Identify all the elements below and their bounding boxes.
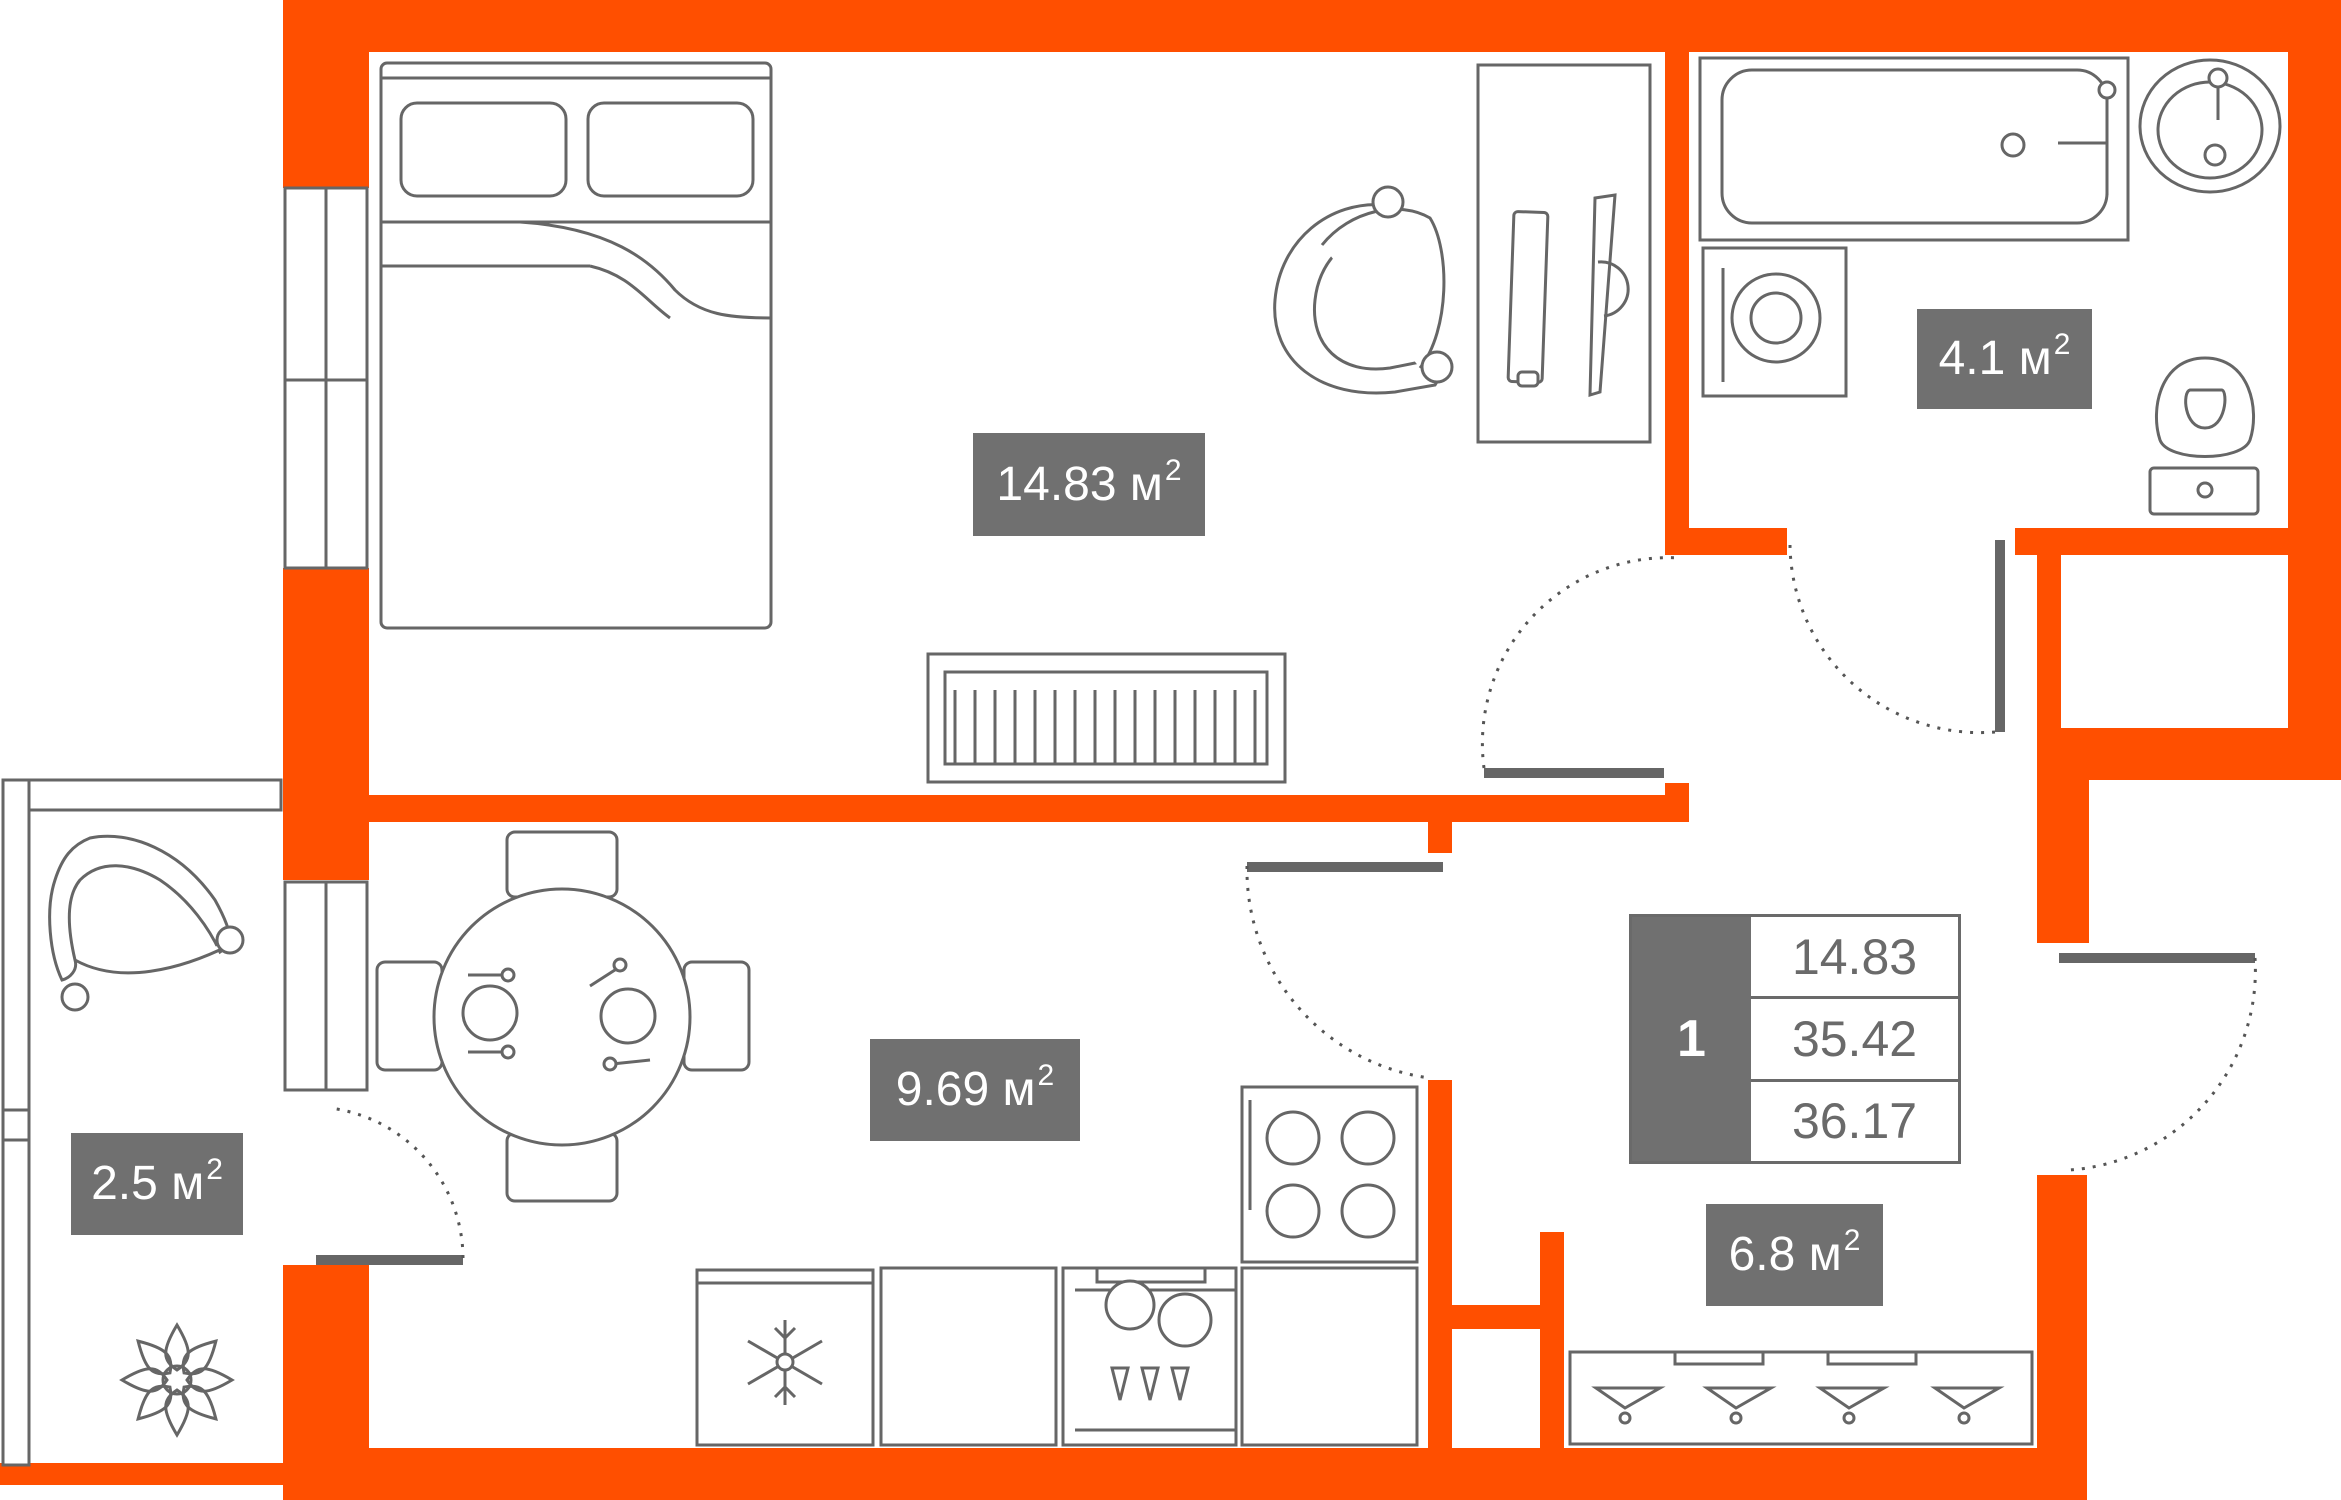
washing-machine-icon bbox=[1701, 246, 1848, 398]
wall-hall-right bbox=[2037, 728, 2089, 943]
wall-left-upper bbox=[283, 0, 369, 188]
area-bedroom-unit: м bbox=[1129, 457, 1163, 511]
rooms-count: 1 bbox=[1632, 917, 1751, 1161]
area-hallway-unit: м bbox=[1808, 1228, 1842, 1281]
area-bathroom-unit: м bbox=[2018, 332, 2052, 385]
doors bbox=[316, 540, 2257, 1265]
wall-bottom bbox=[283, 1448, 2087, 1500]
wall-balcony-bottom bbox=[0, 1463, 283, 1485]
area-hallway-sup: 2 bbox=[1843, 1224, 1861, 1257]
balcony-frame bbox=[1, 778, 31, 1467]
toilet-icon bbox=[2148, 356, 2260, 516]
wall-bedroom-bottom bbox=[369, 795, 1689, 822]
wall-bath-stub bbox=[1665, 528, 1787, 555]
wall-niche-top bbox=[1428, 1305, 1546, 1329]
chair-icon bbox=[1273, 185, 1454, 395]
wall-bath-left bbox=[1665, 0, 1689, 555]
wall-right-lower bbox=[2037, 1175, 2087, 1500]
dishwasher-icon bbox=[1061, 1266, 1238, 1447]
total-area-with-balcony: 36.17 bbox=[1791, 1093, 1918, 1150]
area-bathroom-value: 4.1 bbox=[1938, 332, 2006, 385]
radiator-icon bbox=[926, 652, 1287, 784]
door-kitchen bbox=[1247, 862, 1443, 872]
balcony-chair-icon bbox=[48, 834, 245, 1012]
kitchen-counter bbox=[879, 1266, 1419, 1447]
monitor-icon bbox=[1588, 193, 1630, 398]
door-bathroom bbox=[1995, 540, 2005, 732]
dining-table-icon bbox=[375, 830, 751, 1203]
door-balcony bbox=[316, 1255, 463, 1265]
mouse-icon bbox=[1516, 370, 1540, 388]
door-entrance bbox=[2059, 953, 2255, 963]
wall-top bbox=[283, 0, 2341, 52]
wall-bedroom-stub bbox=[1665, 783, 1689, 818]
area-balcony-sup: 2 bbox=[206, 1153, 223, 1186]
wall-shaft-left bbox=[2037, 528, 2061, 728]
bathtub-icon bbox=[1698, 56, 2130, 242]
bed-icon bbox=[379, 61, 773, 630]
snowflake-icon bbox=[747, 1320, 823, 1405]
area-hallway-value: 6.8 bbox=[1728, 1228, 1796, 1281]
wall-kitchen-stub bbox=[1428, 818, 1452, 853]
desk-icon bbox=[1476, 63, 1652, 444]
area-bathroom-sup: 2 bbox=[2053, 328, 2071, 361]
wall-left-mid bbox=[283, 568, 369, 880]
area-values: 14.83 35.42 36.17 bbox=[1751, 917, 1958, 1161]
apartment-summary: 1 14.83 35.42 36.17 bbox=[1629, 914, 1961, 1164]
area-balcony-unit: м bbox=[171, 1157, 205, 1210]
windows bbox=[1, 186, 369, 1467]
coat-rack-icon bbox=[1568, 1350, 2034, 1446]
area-bedroom-value: 14.83 bbox=[996, 457, 1117, 511]
door-bedroom bbox=[1484, 768, 1664, 778]
area-kitchen-value: 9.69 bbox=[895, 1063, 990, 1116]
stove-icon bbox=[1240, 1085, 1419, 1264]
living-area: 14.83 bbox=[1751, 917, 1958, 1000]
area-bedroom-sup: 2 bbox=[1164, 453, 1182, 487]
fridge-icon bbox=[695, 1268, 875, 1447]
wall-right-top bbox=[2288, 0, 2341, 780]
area-balcony-value: 2.5 bbox=[91, 1157, 158, 1210]
wall-bath-bottom bbox=[2015, 528, 2341, 555]
window-balcony bbox=[1, 778, 283, 812]
wall-kitchen-right bbox=[1428, 1080, 1452, 1460]
total-area: 35.42 bbox=[1751, 999, 1958, 1082]
sink-icon bbox=[2138, 58, 2282, 194]
plant-icon bbox=[119, 1322, 235, 1438]
wall-niche-right bbox=[1540, 1232, 1564, 1457]
area-kitchen-sup: 2 bbox=[1037, 1059, 1055, 1092]
keyboard-icon bbox=[1506, 210, 1550, 384]
area-kitchen-unit: м bbox=[1002, 1063, 1036, 1116]
